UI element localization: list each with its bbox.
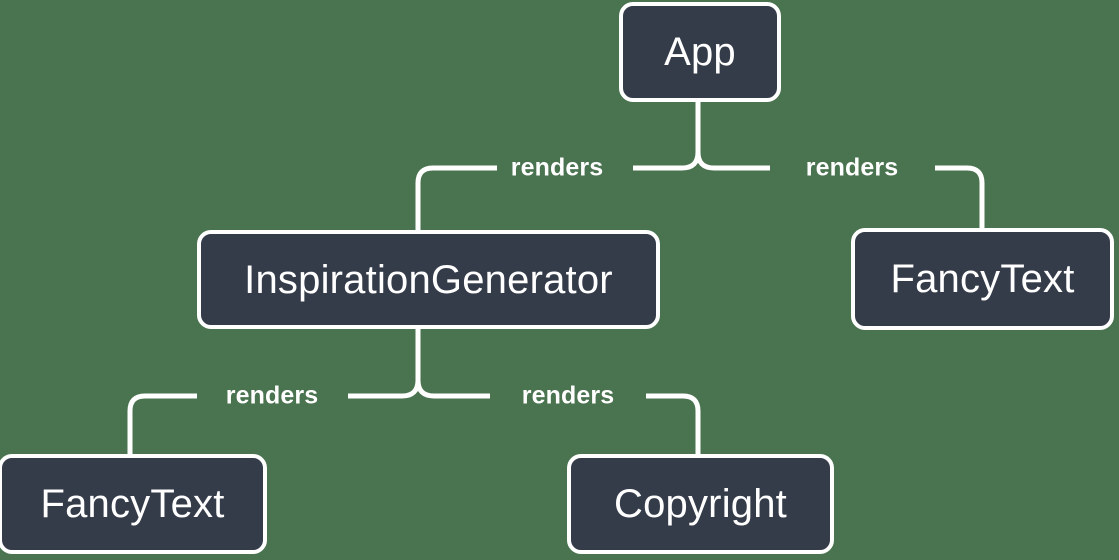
edge-app-to-inspgen [633, 151, 701, 171]
node-fancy-text-left-label: FancyText [40, 482, 225, 526]
node-fancy-text-right-label: FancyText [890, 257, 1075, 301]
edge-inspgen-to-copyright [415, 379, 490, 399]
edge-app-to-inspgen-2 [415, 165, 497, 230]
node-inspiration-generator-label: InspirationGenerator [244, 257, 613, 302]
node-app-label: App [664, 30, 736, 74]
edge-app-to-fancyright [695, 151, 770, 171]
edge-inspgen-to-copyright-2 [646, 393, 701, 454]
edge-inspgen-to-fancyleft-2 [127, 393, 197, 454]
node-fancy-text-right[interactable]: FancyText [851, 228, 1114, 330]
edge-label-app-to-inspiration-generator: renders [510, 153, 604, 182]
node-copyright[interactable]: Copyright [567, 454, 834, 554]
edge-label-inspiration-generator-to-copyright: renders [521, 381, 615, 410]
edge-label-app-to-fancy-text: renders [805, 153, 899, 182]
node-inspiration-generator[interactable]: InspirationGenerator [197, 230, 660, 329]
edge-label-inspiration-generator-to-fancy-text: renders [225, 381, 319, 410]
node-fancy-text-left[interactable]: FancyText [0, 454, 267, 554]
node-app[interactable]: App [619, 2, 781, 102]
node-copyright-label: Copyright [614, 482, 787, 526]
edge-inspgen-to-fancyleft [348, 379, 421, 399]
edge-app-to-fancyright-2 [935, 165, 985, 228]
